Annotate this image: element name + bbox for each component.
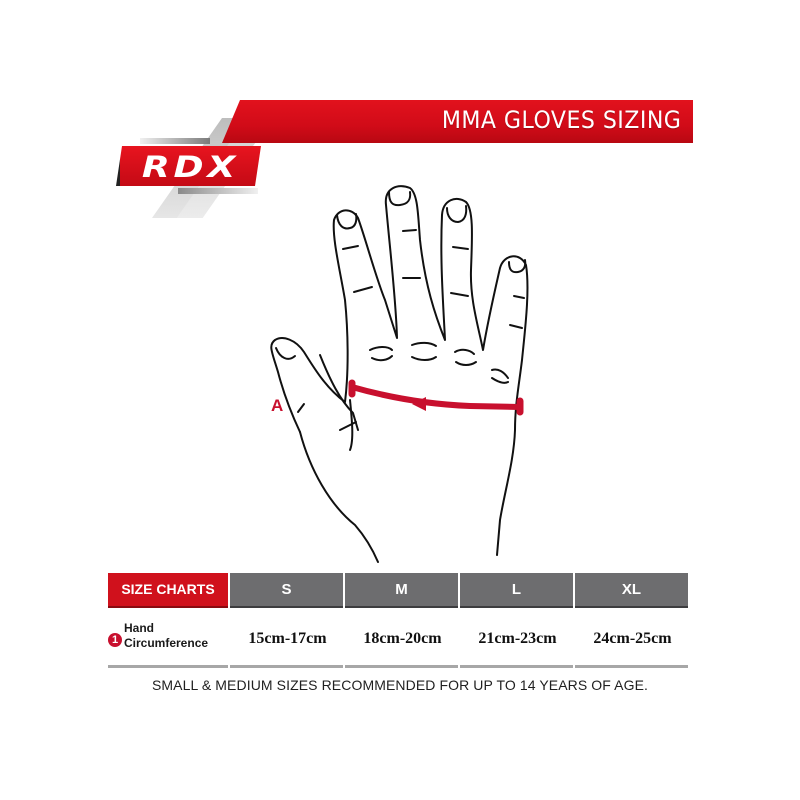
row-label-text: Hand Circumference bbox=[124, 621, 208, 651]
value-cell-m: 18cm-20cm bbox=[363, 629, 442, 647]
row-label: 1 Hand Circumference bbox=[108, 621, 230, 651]
row-number-badge: 1 bbox=[108, 632, 122, 647]
row-label-line2: Circumference bbox=[124, 635, 209, 650]
size-header-m: M bbox=[345, 573, 458, 608]
age-recommendation-note: SMALL & MEDIUM SIZES RECOMMENDED FOR UP … bbox=[151, 677, 648, 693]
measurement-arrow-icon bbox=[348, 379, 524, 416]
logo-stripe bbox=[178, 188, 258, 194]
table-divider bbox=[108, 665, 692, 668]
divider-segment bbox=[108, 665, 228, 668]
divider-segment bbox=[230, 665, 343, 668]
table-row: 1 Hand Circumference 15cm-17cm 18cm-20cm… bbox=[108, 608, 692, 663]
value-cell-xl: 24cm-25cm bbox=[593, 629, 672, 647]
row-label-line1: Hand bbox=[124, 620, 154, 635]
value-cell-l: 21cm-23cm bbox=[478, 629, 557, 647]
divider-segment bbox=[460, 665, 573, 668]
brand-logo: RDX bbox=[116, 146, 261, 186]
value-cell-s: 15cm-17cm bbox=[248, 629, 327, 647]
size-chart-table: SIZE CHARTS S M L XL 1 Hand Circumferenc… bbox=[108, 573, 692, 668]
size-header-l: L bbox=[460, 573, 573, 608]
header-banner: MMA GLOVES SIZING bbox=[222, 100, 693, 143]
table-header-row: SIZE CHARTS S M L XL bbox=[108, 573, 692, 608]
measure-point-label: A bbox=[271, 396, 284, 415]
page-title: MMA GLOVES SIZING bbox=[441, 106, 681, 134]
size-header-xl: XL bbox=[575, 573, 688, 608]
divider-segment bbox=[575, 665, 688, 668]
size-charts-header: SIZE CHARTS bbox=[108, 573, 228, 608]
divider-segment bbox=[345, 665, 458, 668]
size-header-s: S bbox=[230, 573, 343, 608]
logo-text: RDX bbox=[141, 150, 240, 184]
logo-stripe bbox=[140, 138, 210, 144]
